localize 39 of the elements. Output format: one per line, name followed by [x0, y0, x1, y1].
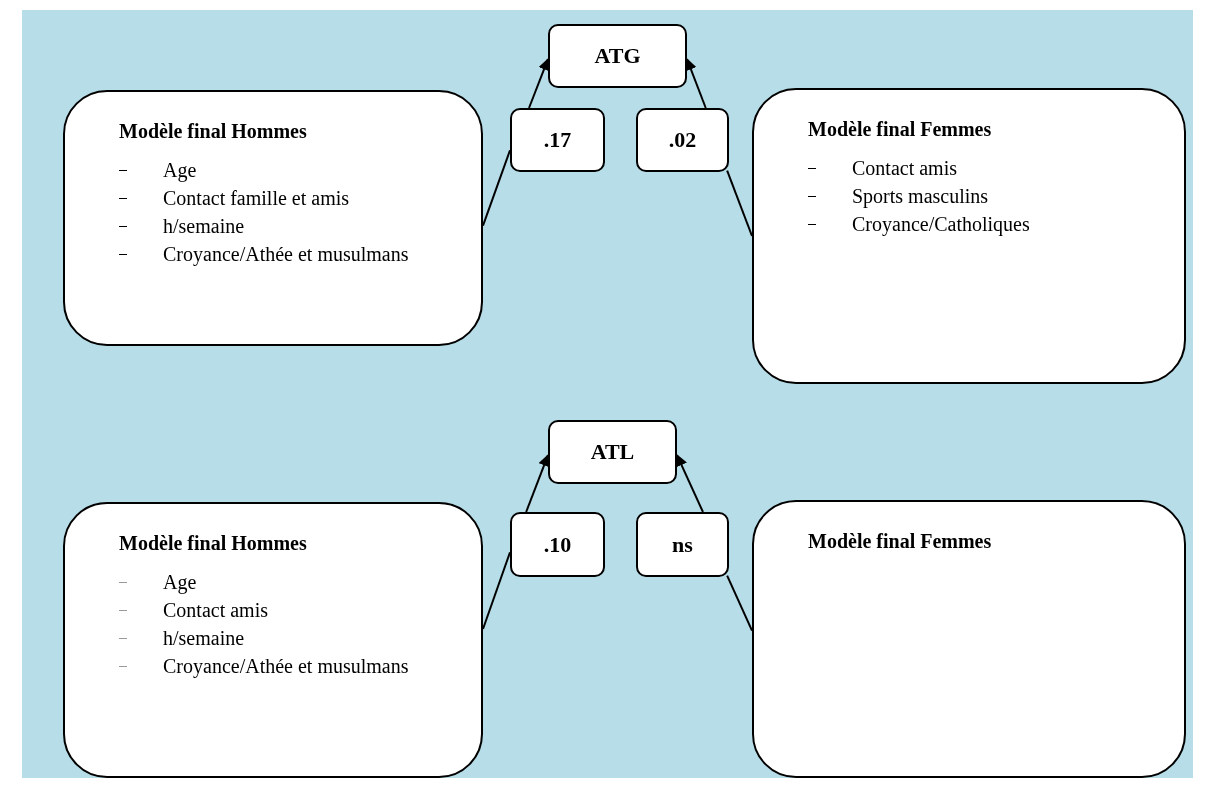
variable-item: Contact amis [852, 157, 957, 179]
model-heading: Modèle final Femmes [808, 118, 993, 141]
variable-item: Sports masculins [852, 185, 989, 207]
coefficient-box [636, 512, 729, 577]
variable-item: Age [163, 159, 197, 181]
model-box [752, 88, 1186, 384]
variable-item: Croyance/Catholiques [852, 213, 1030, 235]
connector-line [726, 574, 753, 632]
connector-line [726, 169, 753, 237]
model-heading: Modèle final Femmes [808, 530, 993, 553]
coefficient-box [636, 108, 729, 172]
model-heading: Modèle final Hommes [119, 532, 308, 555]
result-box [548, 420, 677, 484]
arrow [685, 58, 707, 109]
model-box [63, 502, 483, 778]
variable-item: h/semaine [163, 215, 245, 237]
variable-item: Croyance/Athée et musulmans [163, 655, 409, 677]
coefficient-label: .10 [543, 531, 572, 558]
variable-item: h/semaine [163, 627, 245, 649]
coefficient-box [510, 108, 605, 172]
coefficient-label: .17 [543, 127, 572, 153]
variable-item: Contact amis [163, 599, 268, 621]
model-box [63, 90, 483, 346]
variable-item: Age [163, 571, 197, 593]
connector-line [482, 149, 511, 227]
connector-line [482, 551, 511, 630]
model-box [752, 500, 1186, 778]
coefficient-box [510, 512, 605, 577]
variable-item: Croyance/Athée et musulmans [163, 243, 409, 265]
coefficient-label: ATL [590, 439, 635, 465]
result-box [548, 24, 687, 88]
variable-item: Contact famille et amis [163, 187, 350, 209]
coefficient-label: ns [672, 531, 693, 558]
arrow [676, 454, 704, 513]
arrow [528, 58, 550, 109]
coefficient-label: ATG [594, 43, 641, 69]
coefficient-label: .02 [668, 127, 697, 153]
arrow [525, 454, 550, 513]
model-heading: Modèle final Hommes [119, 120, 308, 143]
